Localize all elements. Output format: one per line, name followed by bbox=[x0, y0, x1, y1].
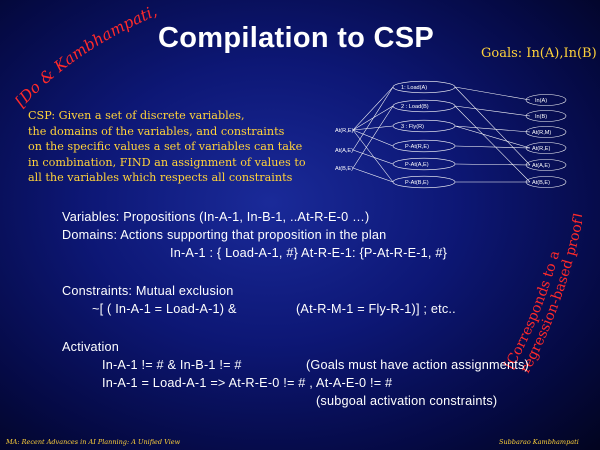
domain-example-line: In-A-1 : { Load-A-1, #} At-R-E-1: {P-At-… bbox=[170, 246, 448, 260]
slide-title: Compilation to CSP bbox=[158, 22, 435, 54]
action-label: P-At(B,E) bbox=[405, 180, 429, 186]
right-prop-label: At(A,E) bbox=[532, 163, 550, 169]
citation-arc: [Do & Kambhampati, 2000] bbox=[14, 4, 160, 111]
constraint-example-a: ~[ ( In-A-1 = Load-A-1) & bbox=[92, 302, 237, 316]
csp-definition-line: CSP: Given a set of discrete variables, bbox=[28, 109, 245, 122]
plan-graph-edges bbox=[352, 86, 531, 183]
right-prop-label: At(R,E) bbox=[532, 146, 550, 152]
right-prop-label: In(A) bbox=[535, 98, 547, 104]
activation-line-1b: (Goals must have action assignments) bbox=[306, 358, 529, 372]
csp-definition-line: all the variables which respects all con… bbox=[28, 171, 293, 184]
footer-right: Subbarao Kambhampati bbox=[499, 438, 579, 446]
left-prop-label: At(R,E) bbox=[335, 128, 353, 134]
footer-left: MA: Recent Advances in AI Planning: A Un… bbox=[6, 438, 181, 446]
activation-heading: Activation bbox=[62, 340, 120, 354]
variables-line: Variables: Propositions (In-A-1, In-B-1,… bbox=[62, 210, 370, 224]
constraint-example-b: (At-R-M-1 = Fly-R-1)] ; etc.. bbox=[296, 302, 456, 316]
domains-line: Domains: Actions supporting that proposi… bbox=[62, 228, 387, 242]
right-prop-label: At(B,E) bbox=[532, 180, 550, 186]
left-prop-labels: At(R,E) At(A,E) At(B,E) bbox=[335, 128, 353, 172]
activation-line-2: In-A-1 = Load-A-1 => At-R-E-0 != # , At-… bbox=[102, 376, 393, 390]
left-prop-label: At(B,E) bbox=[335, 166, 353, 172]
activation-line-1a: In-A-1 != # & In-B-1 != # bbox=[102, 358, 242, 372]
right-prop-labels: In(A) In(B) At(R,M) At(R,E) At(A,E) At(B… bbox=[532, 98, 551, 186]
csp-definition-line: in combination, FIND an assignment of va… bbox=[28, 155, 306, 169]
action-label: 1: Load(A) bbox=[401, 85, 427, 91]
csp-definition-line: on the specific values a set of variable… bbox=[28, 140, 303, 153]
left-prop-label: At(A,E) bbox=[335, 148, 353, 154]
right-prop-label: In(B) bbox=[535, 114, 547, 120]
constraints-line: Constraints: Mutual exclusion bbox=[62, 284, 234, 298]
csp-definition-line: the domains of the variables, and constr… bbox=[28, 124, 285, 138]
activation-line-2b: (subgoal activation constraints) bbox=[316, 394, 498, 408]
goals-label: Goals: In(A),In(B) bbox=[481, 46, 597, 61]
action-label: 2 : Load(B) bbox=[401, 104, 429, 110]
csp-definition: CSP: Given a set of discrete variables, … bbox=[28, 108, 328, 186]
action-nodes bbox=[392, 80, 567, 189]
right-prop-label: At(R,M) bbox=[532, 130, 551, 136]
plan-graph-diagram: 1: Load(A) 2 : Load(B) 3 : Fly(R) P-At(R… bbox=[335, 80, 567, 189]
citation-text: [Do & Kambhampati, 2000] bbox=[14, 4, 160, 111]
action-label: P-At(R,E) bbox=[405, 144, 429, 150]
action-label: P-At(A,E) bbox=[405, 162, 429, 168]
action-label: 3 : Fly(R) bbox=[401, 124, 424, 130]
proof-note-arc: [Corresponds to a regression-based proof… bbox=[502, 212, 582, 376]
action-labels: 1: Load(A) 2 : Load(B) 3 : Fly(R) P-At(R… bbox=[401, 85, 429, 186]
